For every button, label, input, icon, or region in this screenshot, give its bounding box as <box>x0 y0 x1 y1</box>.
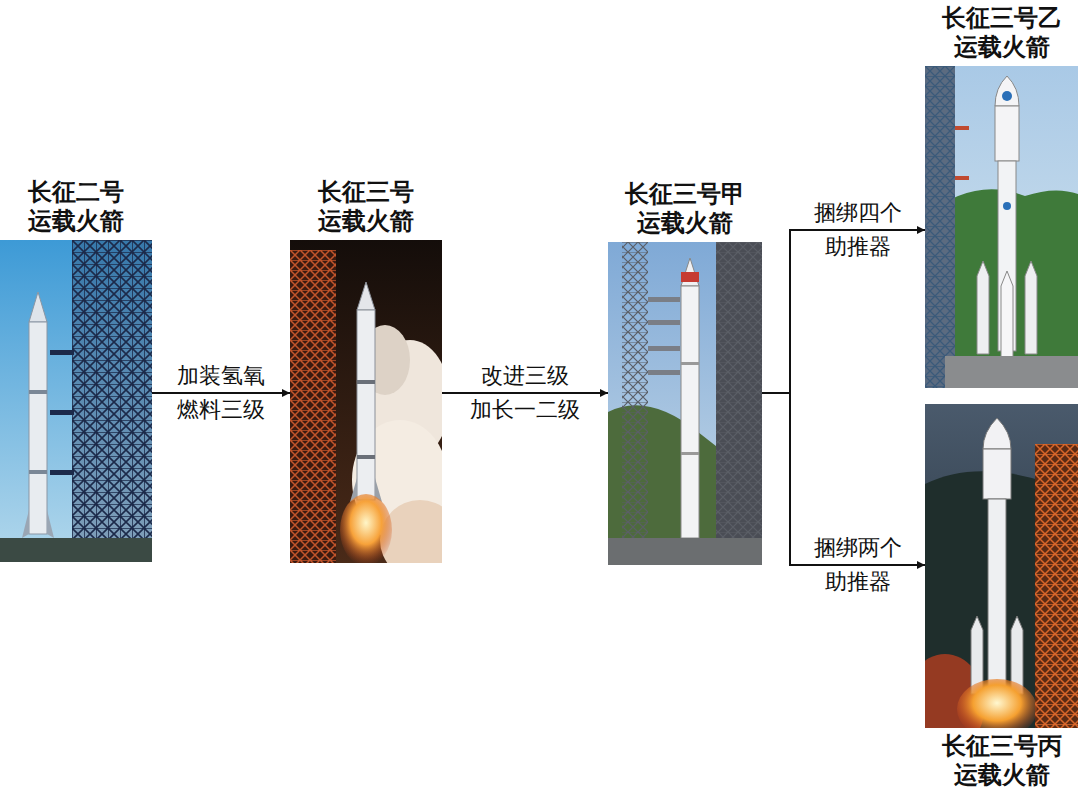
ground <box>0 538 152 562</box>
panel-title: 长征三号 运载火箭 <box>318 178 414 236</box>
rocket-photo <box>925 66 1078 388</box>
panel-title: 长征三号甲 运载火箭 <box>625 180 745 238</box>
launch-pad <box>945 356 1078 388</box>
rocket-photo <box>608 242 762 565</box>
rocket <box>977 76 1037 358</box>
rocket-panel: 长征三号 运载火箭 <box>290 240 442 563</box>
arrow-connector <box>152 392 290 394</box>
rocket <box>350 282 382 502</box>
launch-tower <box>925 66 969 388</box>
launch-pad <box>608 538 762 565</box>
flame <box>340 494 392 563</box>
rocket-panel: 长征三号丙 运载火箭 <box>925 404 1078 728</box>
rocket <box>681 258 699 538</box>
rocket <box>22 292 54 538</box>
rocket-panel: 长征三号乙 运载火箭 <box>925 66 1078 388</box>
rocket-photo <box>925 404 1078 728</box>
arrow-connector <box>442 392 608 394</box>
launch-tower <box>290 250 336 563</box>
rocket <box>971 418 1023 694</box>
panel-title: 长征三号丙 运载火箭 <box>942 732 1062 790</box>
rocket-panel: 长征三号甲 运载火箭 <box>608 242 762 565</box>
launch-tower <box>1035 444 1078 728</box>
rocket-photo <box>0 240 152 562</box>
edge-label: 加装氢氧 燃料三级 <box>177 359 265 427</box>
rocket-panel: 长征二号 运载火箭 <box>0 240 152 562</box>
rocket-photo <box>290 240 442 563</box>
panel-title: 长征三号乙 运载火箭 <box>942 4 1062 62</box>
panel-title: 长征二号 运载火箭 <box>28 178 124 236</box>
edge-label: 捆绑四个 助推器 <box>814 196 902 264</box>
launch-tower <box>622 242 762 547</box>
edge-label: 捆绑两个 助推器 <box>814 531 902 599</box>
launch-tower <box>50 240 152 545</box>
edge-label: 改进三级 加长一二级 <box>470 359 580 427</box>
flame <box>957 679 1037 728</box>
